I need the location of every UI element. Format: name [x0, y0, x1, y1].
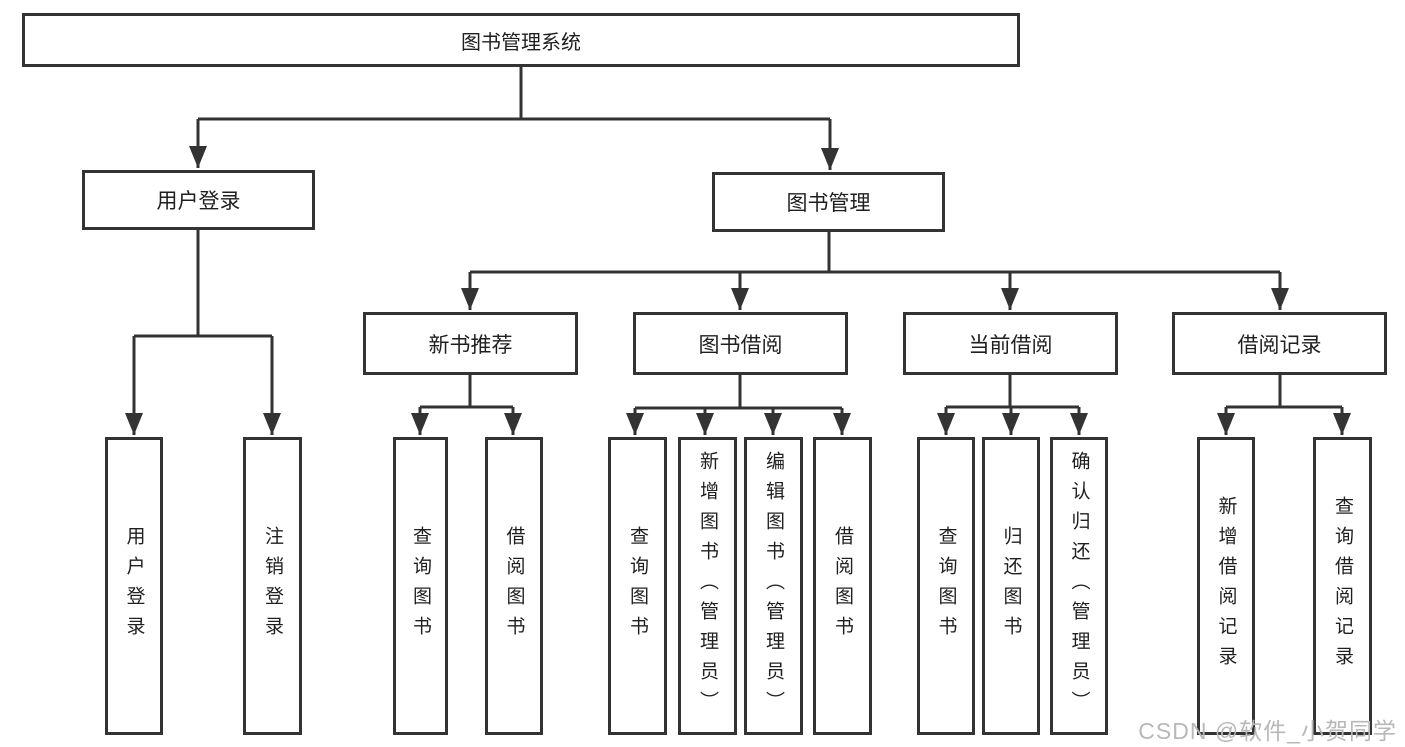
leaf-borrow-books-borrowing: 借阅图书	[813, 437, 872, 735]
leaf-user-login: 用户登录	[105, 437, 163, 735]
leaf-query-borrow-record: 查询借阅记录	[1313, 437, 1372, 735]
watermark: CSDN @软件_小贺同学	[1138, 718, 1397, 744]
leaf-borrow-books-recommend: 借阅图书	[485, 437, 543, 735]
leaf-add-borrow-record: 新增借阅记录	[1197, 437, 1255, 735]
node-book-borrowing: 图书借阅	[633, 312, 848, 375]
node-root-library-system: 图书管理系统	[22, 13, 1020, 67]
leaf-query-books-borrowing: 查询图书	[608, 437, 667, 735]
leaf-query-books-recommend: 查询图书	[393, 437, 448, 735]
node-book-management: 图书管理	[712, 172, 945, 232]
leaf-edit-book-admin: 编辑图书（管理员）	[744, 437, 803, 735]
leaf-add-book-admin: 新增图书（管理员）	[678, 437, 737, 735]
node-user-login: 用户登录	[82, 170, 315, 230]
leaf-return-book: 归还图书	[982, 437, 1040, 735]
node-borrowing-records: 借阅记录	[1172, 312, 1387, 375]
connector-arrows	[125, 119, 1351, 435]
leaf-confirm-return-admin: 确认归还（管理员）	[1050, 437, 1108, 735]
node-current-borrowing: 当前借阅	[903, 312, 1118, 375]
leaf-logout: 注销登录	[243, 437, 302, 735]
leaf-query-books-current: 查询图书	[917, 437, 975, 735]
connector-trunks	[134, 67, 1342, 410]
node-new-book-recommend: 新书推荐	[363, 312, 578, 375]
